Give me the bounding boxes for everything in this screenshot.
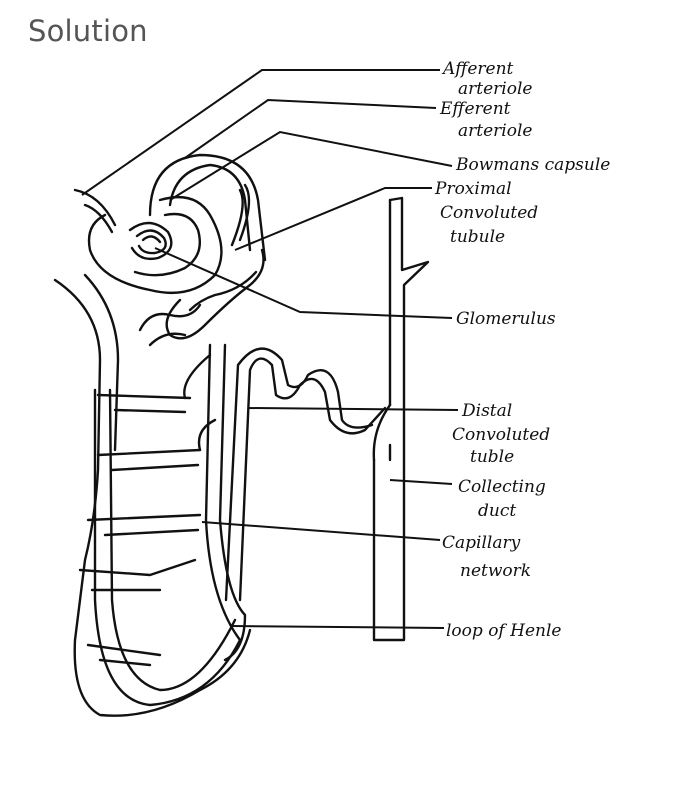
label-dct-line1: Distal: [461, 401, 512, 421]
label-leader-lines: [81, 69, 459, 629]
bowmans-capsule: [87, 195, 223, 294]
label-collecting-duct-line1: Collecting: [458, 477, 546, 497]
label-dct-line2: Convoluted: [452, 425, 550, 445]
afferent-arteriole: [73, 188, 117, 234]
distal-convoluted-tubule: [224, 347, 387, 602]
label-pct-line1: Proximal: [434, 179, 512, 199]
label-collecting-duct-line2: duct: [478, 501, 516, 521]
label-loop-of-henle: loop of Henle: [446, 621, 561, 641]
solution-heading: Solution: [28, 14, 148, 48]
loop-of-henle: [93, 343, 247, 707]
label-dct-line3: tuble: [470, 447, 514, 467]
label-capillary-line2: network: [460, 561, 531, 581]
labels: Afferent arteriole Efferent arteriole Bo…: [434, 59, 610, 641]
capillary-network: [53, 273, 252, 717]
label-pct-line3: tubule: [450, 227, 505, 247]
label-bowmans-capsule: Bowmans capsule: [455, 155, 610, 175]
label-pct-line2: Convoluted: [440, 203, 538, 223]
label-glomerulus: Glomerulus: [456, 309, 556, 329]
efferent-arteriole: [148, 153, 267, 262]
label-efferent-line2: arteriole: [458, 121, 532, 141]
label-capillary-line1: Capillary: [442, 533, 521, 553]
proximal-convoluted-tubule: [165, 183, 265, 340]
glomerulus: [128, 221, 173, 261]
label-efferent-line1: Efferent: [439, 99, 511, 119]
label-afferent-line1: Afferent: [441, 59, 514, 79]
collecting-duct: [372, 196, 430, 642]
label-afferent-line2: arteriole: [458, 79, 532, 99]
